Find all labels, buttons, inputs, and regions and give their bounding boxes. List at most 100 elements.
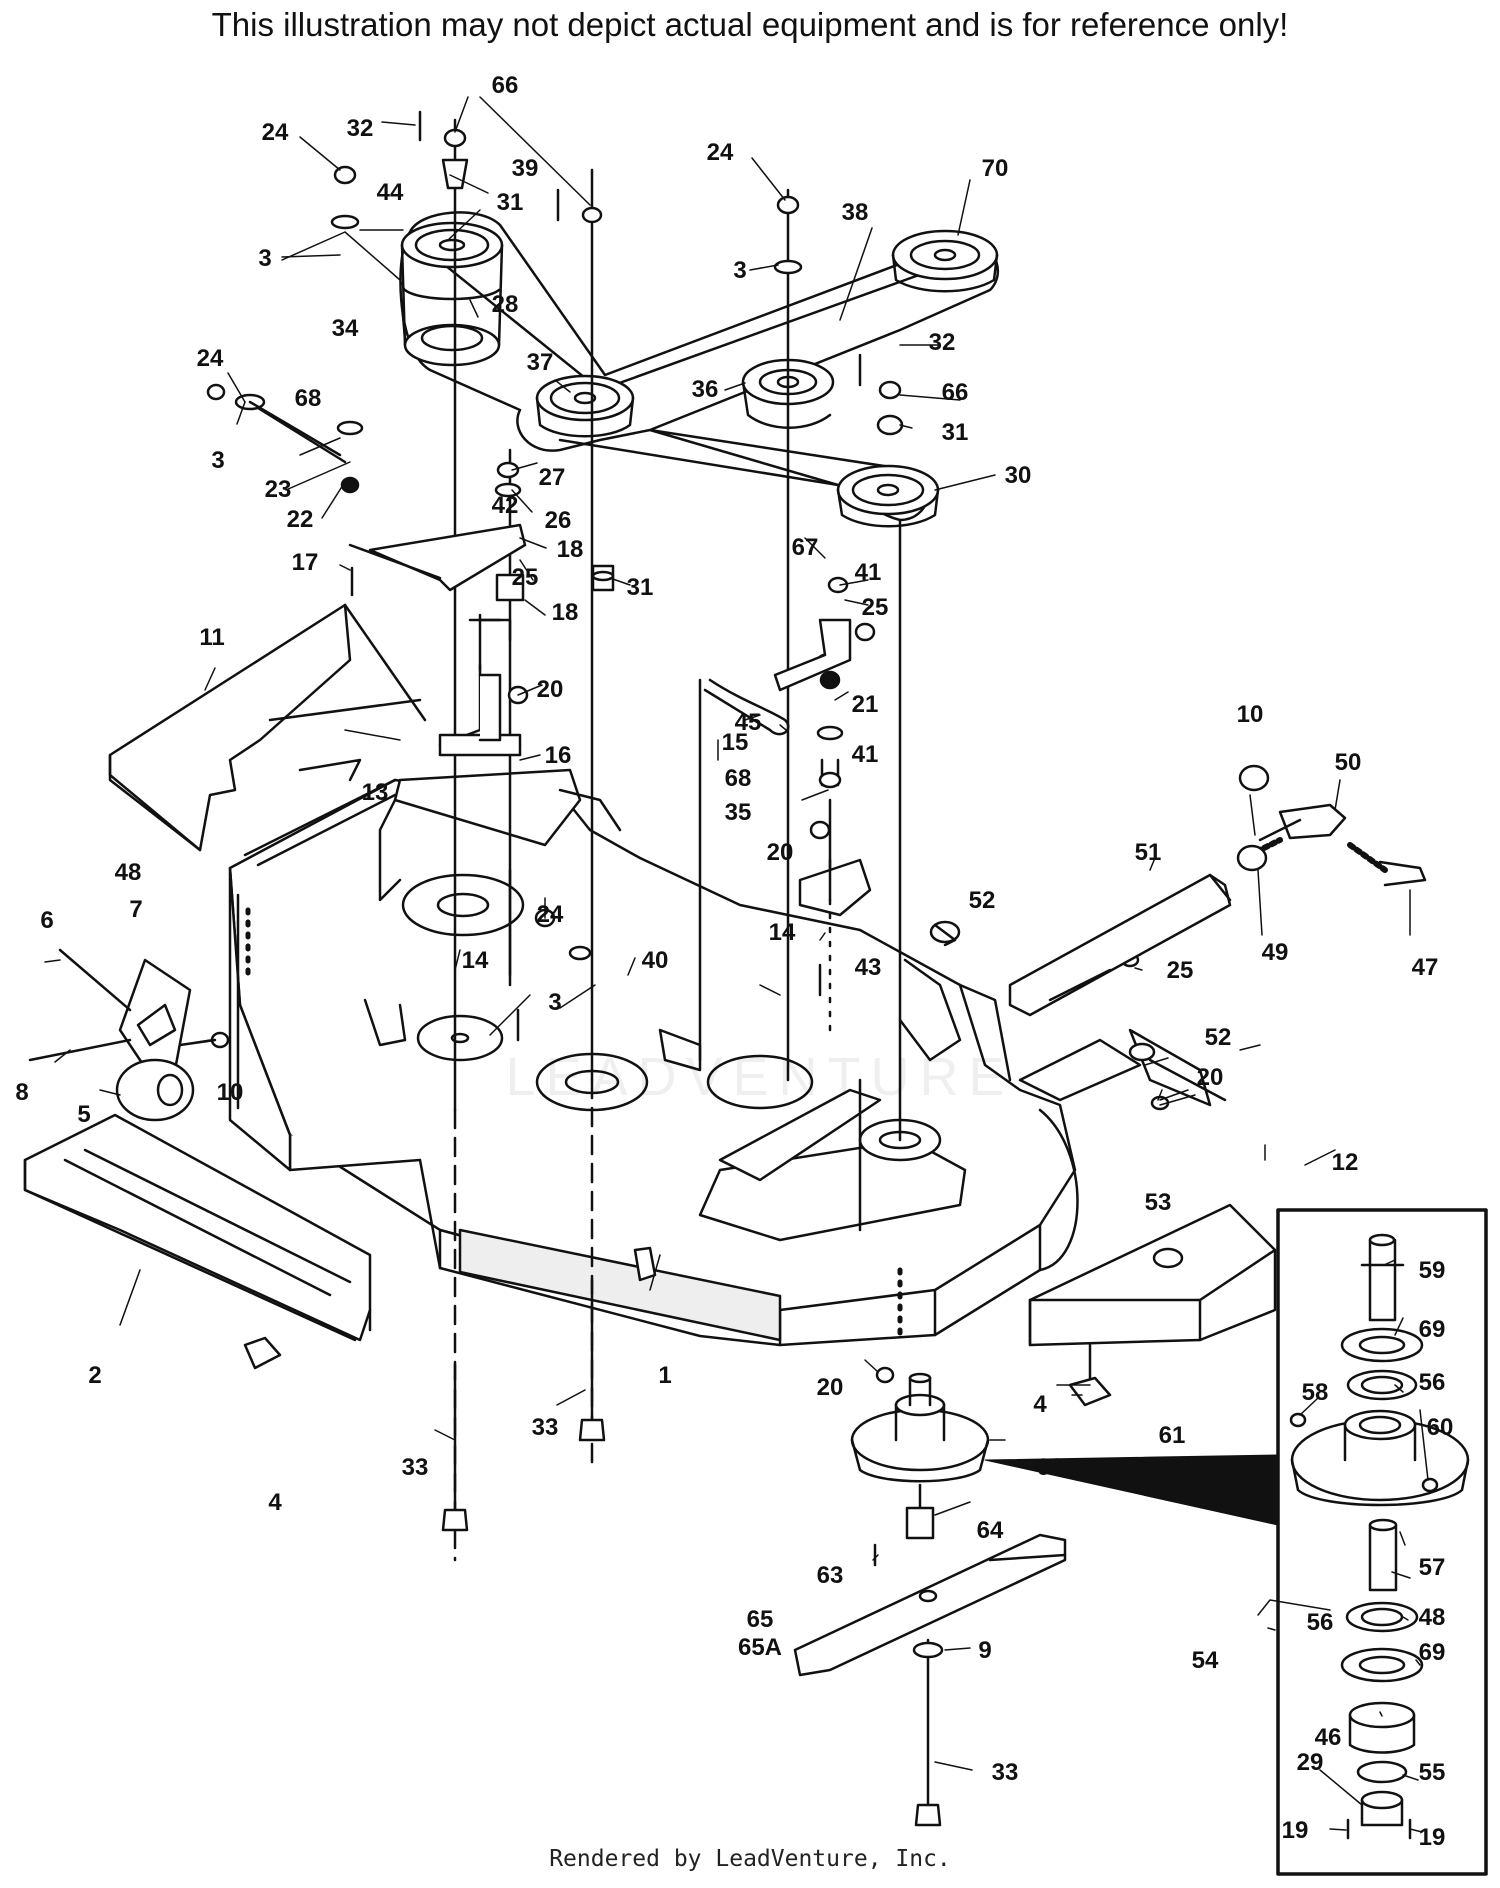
blade-spindle bbox=[441, 1278, 1067, 1827]
callout-25a: 25 bbox=[512, 564, 539, 591]
belt-cover bbox=[108, 603, 427, 852]
callout-10b: 10 bbox=[217, 1079, 244, 1106]
callout-24a: 24 bbox=[262, 119, 289, 146]
callout-65: 65 bbox=[747, 1606, 774, 1633]
callout-40: 40 bbox=[642, 947, 669, 974]
callout-17: 17 bbox=[292, 549, 319, 576]
callout-4b: 4 bbox=[268, 1489, 282, 1516]
callout-13: 13 bbox=[362, 779, 389, 806]
callout-49: 49 bbox=[1262, 939, 1289, 966]
callout-20a: 20 bbox=[537, 676, 564, 703]
callout-20b: 20 bbox=[767, 839, 794, 866]
callout-41b: 41 bbox=[852, 741, 879, 768]
callout-57: 57 bbox=[1419, 1554, 1446, 1581]
callout-67: 67 bbox=[792, 534, 819, 561]
callout-50: 50 bbox=[1335, 749, 1362, 776]
callout-38: 38 bbox=[842, 199, 869, 226]
callout-11: 11 bbox=[199, 624, 224, 651]
callout-68b: 68 bbox=[725, 765, 752, 792]
callout-14b: 14 bbox=[769, 919, 796, 946]
footer-credit: Rendered by LeadVenture, Inc. bbox=[549, 1846, 951, 1872]
gauge-wheel bbox=[28, 948, 217, 1122]
callout-51: 51 bbox=[1135, 839, 1162, 866]
callout-52b: 52 bbox=[1205, 1024, 1232, 1051]
callout-48a: 48 bbox=[115, 859, 142, 886]
callout-69a: 69 bbox=[1419, 1316, 1446, 1343]
callout-20d: 20 bbox=[817, 1374, 844, 1401]
callout-65A: 65A bbox=[738, 1634, 782, 1661]
callout-19b: 19 bbox=[1419, 1824, 1446, 1851]
callout-26: 26 bbox=[545, 507, 572, 534]
callout-12: 12 bbox=[1332, 1149, 1359, 1176]
callout-3a: 3 bbox=[258, 245, 271, 272]
callout-60: 60 bbox=[1427, 1414, 1454, 1441]
callout-19a: 19 bbox=[1282, 1817, 1309, 1844]
callout-33c: 33 bbox=[992, 1759, 1019, 1786]
watermark: LEADVENTURE bbox=[505, 1047, 1014, 1107]
callout-58: 58 bbox=[1302, 1379, 1329, 1406]
callout-1: 1 bbox=[658, 1362, 671, 1389]
callout-5: 5 bbox=[77, 1101, 90, 1128]
callout-61: 61 bbox=[1159, 1422, 1186, 1449]
leader-lines bbox=[44, 96, 1429, 1833]
callout-56b: 56 bbox=[1307, 1609, 1334, 1636]
callout-70: 70 bbox=[982, 155, 1009, 182]
callout-42: 42 bbox=[492, 492, 519, 519]
callout-6: 6 bbox=[40, 907, 53, 934]
callout-25c: 25 bbox=[1167, 957, 1194, 984]
callout-69b: 69 bbox=[1419, 1639, 1446, 1666]
callout-30: 30 bbox=[1005, 462, 1032, 489]
callout-41a: 41 bbox=[855, 559, 882, 586]
callout-25b: 25 bbox=[862, 594, 889, 621]
pivot-assembly bbox=[929, 764, 1427, 1107]
callout-48b: 48 bbox=[1419, 1604, 1446, 1631]
callout-34: 34 bbox=[332, 315, 359, 342]
callout-53: 53 bbox=[1145, 1189, 1172, 1216]
callout-31a: 31 bbox=[497, 189, 524, 216]
callout-36: 36 bbox=[692, 376, 719, 403]
callout-24b: 24 bbox=[707, 139, 734, 166]
callout-63: 63 bbox=[817, 1562, 844, 1589]
callout-21: 21 bbox=[852, 691, 879, 718]
callout-66: 66 bbox=[492, 72, 519, 99]
callout-29: 29 bbox=[1297, 1749, 1324, 1776]
spindle-inset bbox=[984, 1208, 1488, 1876]
callout-64: 64 bbox=[977, 1517, 1004, 1544]
callout-33b: 33 bbox=[532, 1414, 559, 1441]
callout-14a: 14 bbox=[462, 947, 489, 974]
callout-62: 62 bbox=[1037, 1454, 1064, 1481]
callout-45: 45 bbox=[735, 709, 762, 736]
callout-61A: 61A bbox=[1140, 1457, 1184, 1484]
callout-27: 27 bbox=[539, 464, 566, 491]
callout-59: 59 bbox=[1419, 1257, 1446, 1284]
callout-20c: 20 bbox=[1197, 1064, 1224, 1091]
callout-8: 8 bbox=[15, 1079, 28, 1106]
callout-33a: 33 bbox=[402, 1454, 429, 1481]
idler-arms bbox=[348, 523, 872, 1062]
callout-44: 44 bbox=[377, 179, 404, 206]
callout-22: 22 bbox=[287, 506, 314, 533]
callout-10a: 10 bbox=[1237, 701, 1264, 728]
callout-56a: 56 bbox=[1419, 1369, 1446, 1396]
callout-43: 43 bbox=[855, 954, 882, 981]
disclaimer-text: This illustration may not depict actual … bbox=[211, 6, 1289, 43]
callout-31c: 31 bbox=[627, 574, 654, 601]
callout-7: 7 bbox=[129, 896, 142, 923]
callout-31b: 31 bbox=[942, 419, 969, 446]
callout-4a: 4 bbox=[1033, 1391, 1047, 1418]
hardware bbox=[206, 110, 1170, 1384]
callout-24d: 24 bbox=[537, 901, 564, 928]
callout-46: 46 bbox=[1315, 1724, 1342, 1751]
callout-66b: 66 bbox=[942, 379, 969, 406]
front-baffle bbox=[23, 1113, 372, 1342]
callout-37: 37 bbox=[527, 349, 554, 376]
callout-55: 55 bbox=[1419, 1759, 1446, 1786]
callout-68a: 68 bbox=[295, 385, 322, 412]
callout-39: 39 bbox=[512, 155, 539, 182]
callout-2: 2 bbox=[88, 1362, 101, 1389]
callout-3d: 3 bbox=[548, 989, 561, 1016]
callout-23: 23 bbox=[265, 476, 292, 503]
callout-18a: 18 bbox=[557, 536, 584, 563]
